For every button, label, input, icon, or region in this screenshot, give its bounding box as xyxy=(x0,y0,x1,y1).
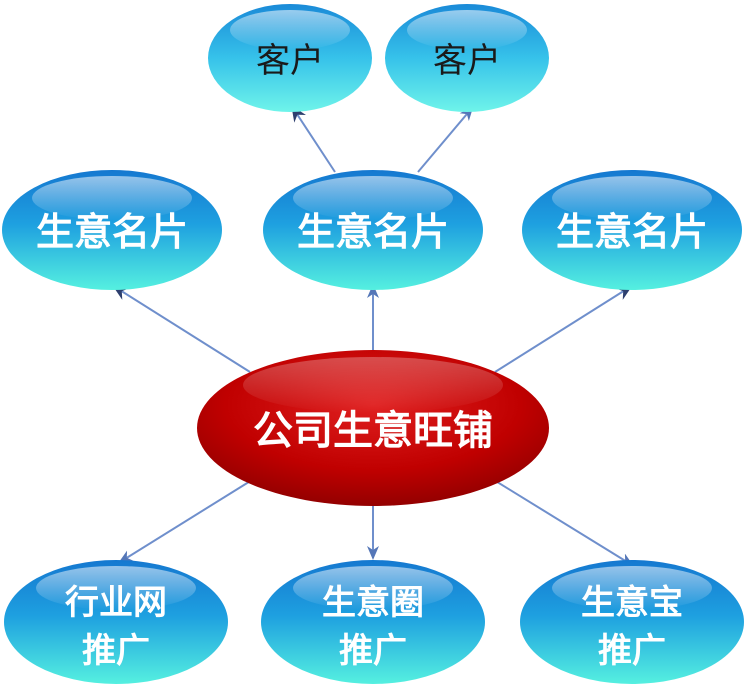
customer-node-right: 客户 xyxy=(385,4,549,112)
card-label-right: 生意名片 xyxy=(556,210,708,254)
customer-label-right: 客户 xyxy=(433,41,501,81)
connectors xyxy=(112,105,634,567)
customer-node-left: 客户 xyxy=(208,4,372,112)
promo-node-middle: 生意圈 推广 xyxy=(261,560,485,684)
arrow-center-to-promo-left xyxy=(118,479,253,564)
center-node: 公司生意旺铺 xyxy=(197,350,549,506)
arrow-card-to-customer-right xyxy=(417,106,474,173)
promo-label-middle-line2: 推广 xyxy=(339,631,407,671)
card-node-right: 生意名片 xyxy=(522,170,742,290)
customer-label-left: 客户 xyxy=(256,41,324,81)
card-node-left: 生意名片 xyxy=(2,170,222,290)
arrow-center-to-card-right xyxy=(494,285,633,373)
promo-node-left: 行业网 推广 xyxy=(4,560,228,684)
promo-label-right-line2: 推广 xyxy=(598,631,666,671)
promo-label-middle-line1: 生意圈 xyxy=(322,583,424,623)
arrow-center-to-promo-right xyxy=(493,479,634,567)
promo-label-left-line1: 行业网 xyxy=(65,583,167,623)
card-label-left: 生意名片 xyxy=(36,210,188,254)
arrow-card-to-customer-left xyxy=(291,105,336,173)
promo-label-left-line2: 推广 xyxy=(82,631,150,671)
center-label: 公司生意旺铺 xyxy=(253,408,493,454)
card-label-middle: 生意名片 xyxy=(297,210,449,254)
card-node-middle: 生意名片 xyxy=(263,170,483,290)
promo-node-right: 生意宝 推广 xyxy=(520,560,744,684)
arrow-center-to-card-left xyxy=(112,285,251,373)
promo-label-right-line1: 生意宝 xyxy=(581,583,683,623)
